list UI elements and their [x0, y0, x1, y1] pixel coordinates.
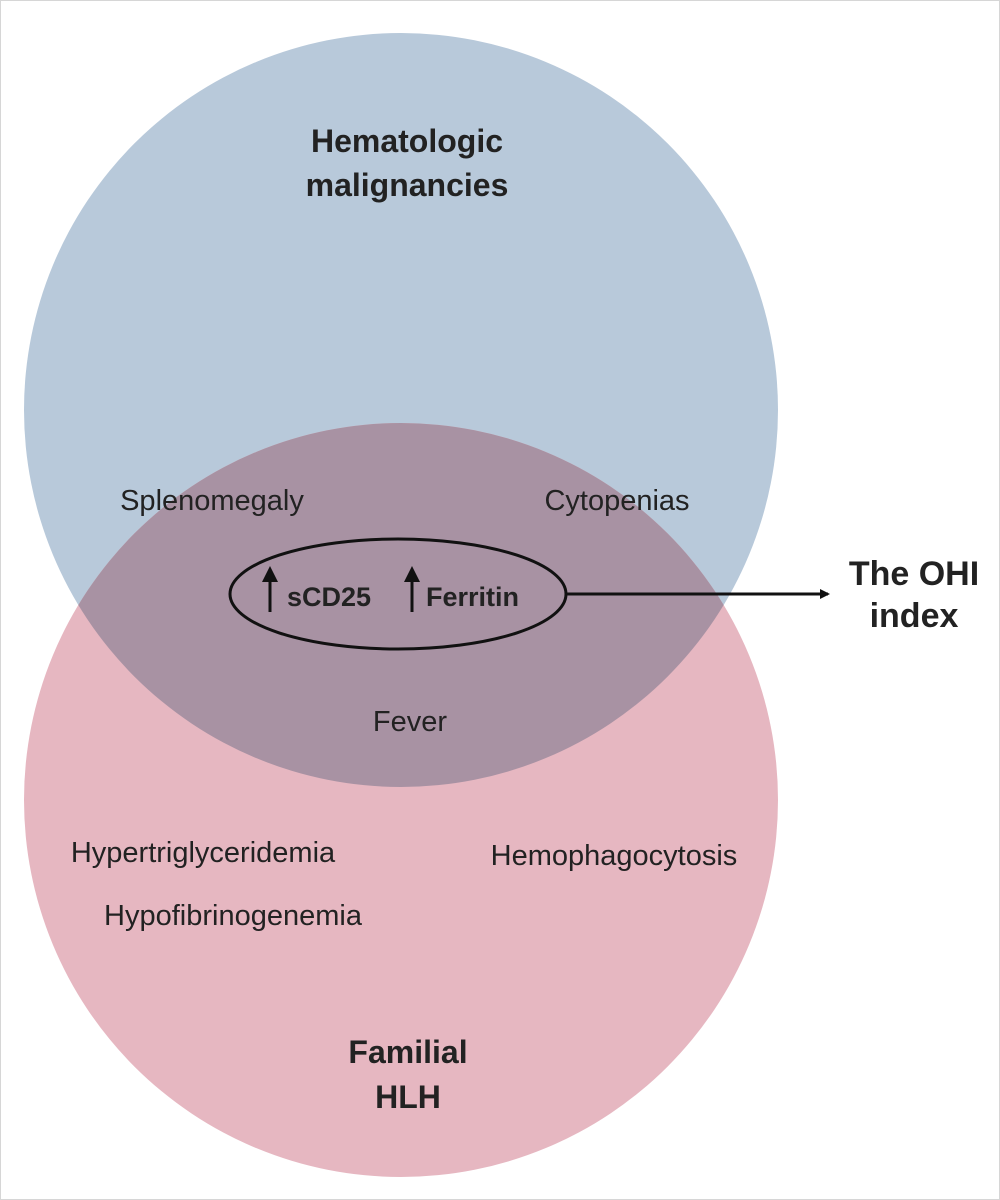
result-line2: index: [870, 597, 959, 635]
bottom-item-hemophagocytosis: Hemophagocytosis: [491, 840, 738, 872]
center-term-ferritin: Ferritin: [426, 582, 519, 612]
top-set-title-line2: malignancies: [306, 167, 509, 203]
arrow-up-icon: [262, 566, 278, 612]
overlap-item-fever: Fever: [373, 706, 447, 738]
center-term-scd25: sCD25: [287, 582, 371, 612]
overlap-region: [24, 423, 778, 787]
top-set-title-line1: Hematologic: [311, 123, 503, 159]
arrow-up-icon: [404, 566, 420, 612]
bottom-item-hypertriglyceridemia: Hypertriglyceridemia: [71, 837, 336, 869]
overlap-item-splenomegaly: Splenomegaly: [120, 485, 304, 517]
bottom-item-hypofibrinogenemia: Hypofibrinogenemia: [104, 900, 363, 932]
result-line1: The OHI: [849, 555, 979, 593]
overlap-item-cytopenias: Cytopenias: [544, 485, 689, 517]
bottom-set-title-line1: Familial: [348, 1034, 467, 1070]
bottom-set-title-line2: HLH: [375, 1079, 441, 1115]
